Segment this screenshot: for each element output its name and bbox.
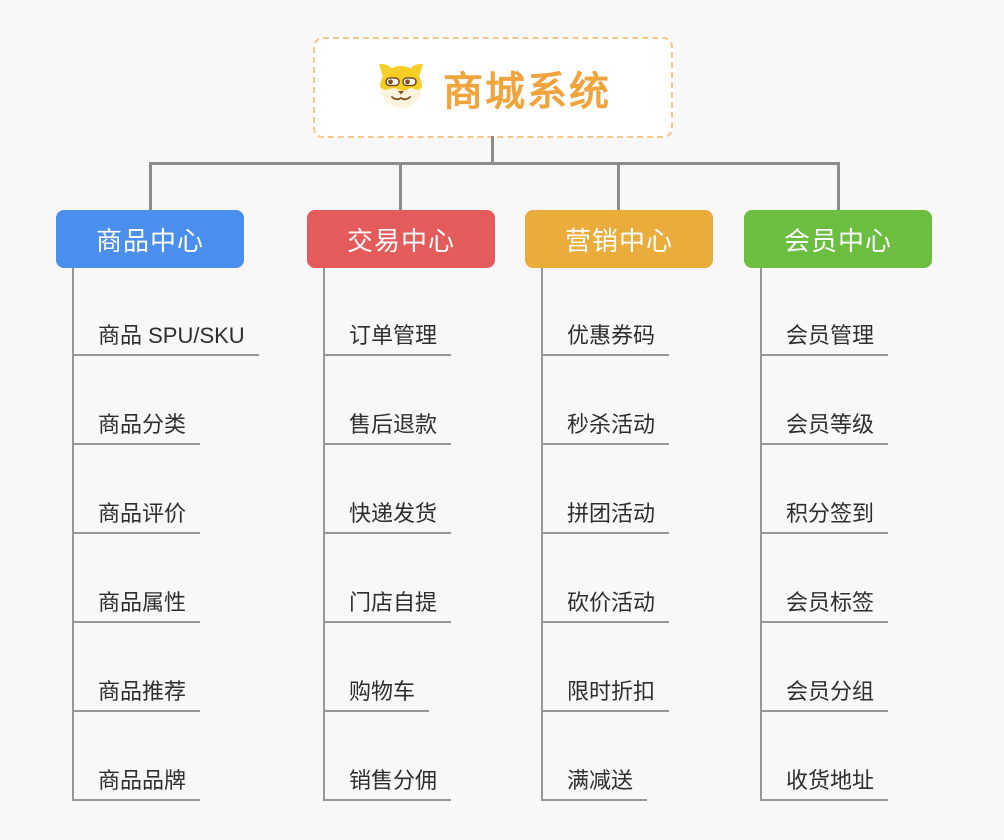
connector-drop-marketing (617, 164, 620, 210)
leaf-node[interactable]: 商品推荐 (72, 676, 201, 712)
leaf-node[interactable]: 商品属性 (72, 587, 201, 623)
leaf-node[interactable]: 收货地址 (760, 765, 889, 801)
leaf-node[interactable]: 积分签到 (760, 498, 889, 534)
leaf-node[interactable]: 满减送 (541, 765, 648, 801)
connector-drop-products (149, 164, 152, 210)
branch-node-trade-center[interactable]: 交易中心 (307, 210, 495, 268)
leaf-node[interactable]: 商品分类 (72, 409, 201, 445)
connector-drop-trade (399, 164, 402, 210)
leaf-node[interactable]: 会员分组 (760, 676, 889, 712)
branch-node-marketing-center[interactable]: 营销中心 (525, 210, 713, 268)
doge-icon (375, 61, 427, 114)
leaf-node[interactable]: 砍价活动 (541, 587, 670, 623)
connector-drop-members (837, 164, 840, 210)
leaf-node[interactable]: 门店自提 (323, 587, 452, 623)
leaf-node[interactable]: 商品评价 (72, 498, 201, 534)
leaf-node[interactable]: 会员管理 (760, 320, 889, 356)
leaf-node[interactable]: 会员标签 (760, 587, 889, 623)
leaf-node[interactable]: 限时折扣 (541, 676, 670, 712)
leaf-node[interactable]: 销售分佣 (323, 765, 452, 801)
root-title: 商城系统 (443, 69, 611, 114)
leaf-node[interactable]: 优惠券码 (541, 320, 670, 356)
leaf-node[interactable]: 售后退款 (323, 409, 452, 445)
branch-node-member-center[interactable]: 会员中心 (744, 210, 932, 268)
leaf-node[interactable]: 购物车 (323, 676, 430, 712)
leaf-node[interactable]: 订单管理 (323, 320, 452, 356)
connector-horizontal (149, 162, 840, 165)
leaf-node[interactable]: 拼团活动 (541, 498, 670, 534)
root-node-mall-system[interactable]: 商城系统 (313, 37, 673, 138)
leaf-node[interactable]: 商品 SPU/SKU (72, 320, 259, 356)
leaf-node[interactable]: 秒杀活动 (541, 409, 670, 445)
branch-node-product-center[interactable]: 商品中心 (56, 210, 244, 268)
leaf-node[interactable]: 快递发货 (323, 498, 452, 534)
leaf-node[interactable]: 商品品牌 (72, 765, 201, 801)
connector-root-stub (491, 136, 494, 164)
leaf-node[interactable]: 会员等级 (760, 409, 889, 445)
